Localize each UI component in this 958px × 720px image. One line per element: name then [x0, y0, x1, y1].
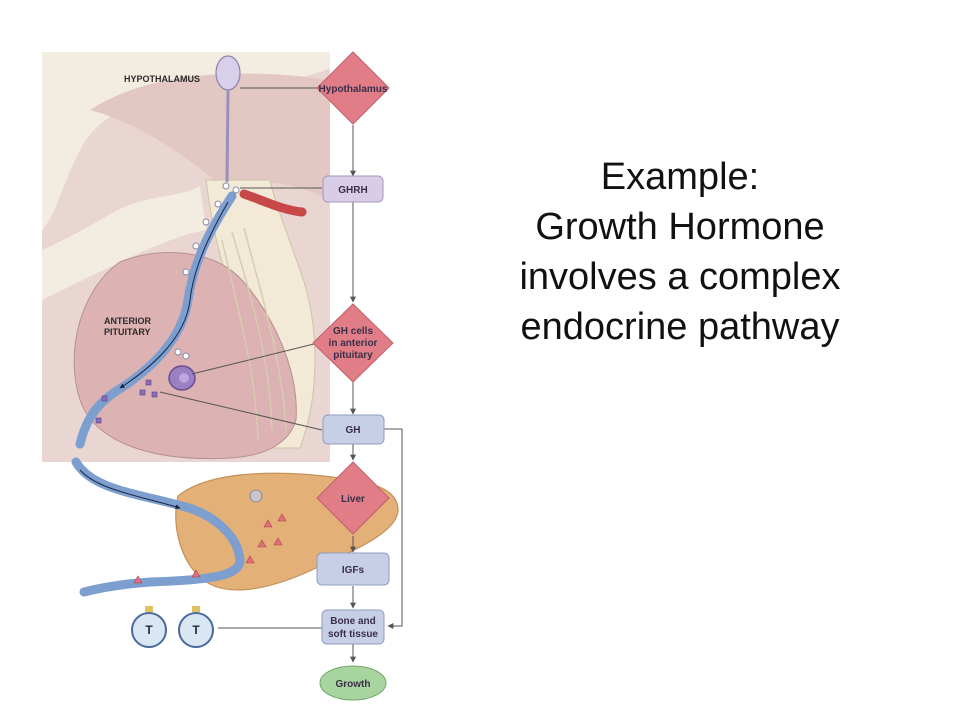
node-gh: GH — [322, 414, 385, 445]
connector-lines — [159, 87, 403, 663]
slide-title: Example: Growth Hormone involves a compl… — [470, 152, 890, 352]
node-ghrh: GHRH — [322, 175, 384, 203]
portal-vessel — [75, 191, 237, 449]
hypothalamus-tissue — [90, 73, 330, 200]
gh-cell-nucleus — [179, 373, 189, 383]
ghrh-vesicles — [174, 182, 240, 360]
posterior-fibres — [221, 227, 287, 441]
hepatocyte-nucleus — [249, 489, 263, 503]
node-liver: Liver — [316, 461, 390, 535]
node-bone-soft-tissue: Bone and soft tissue — [321, 609, 385, 645]
anterior-pituitary-label-line1: ANTERIOR — [104, 316, 152, 326]
flowchart: Hypothalamus GHRH GH cells in anterior p… — [312, 51, 394, 701]
slide-title-line-2: Growth Hormone — [535, 206, 825, 248]
node-gh-cells-line2: in anterior — [329, 338, 378, 349]
node-igfs: IGFs — [316, 552, 390, 586]
node-hypothalamus-label: Hypothalamus — [319, 84, 388, 95]
target-cell-1: T — [131, 606, 167, 648]
anterior-pituitary-label-line2: PITUITARY — [104, 327, 151, 337]
liver-vessel — [71, 457, 245, 597]
brain-fold-lower — [42, 186, 206, 300]
node-liver-label: Liver — [341, 494, 365, 505]
node-bone-line2: soft tissue — [328, 629, 378, 640]
target-cell-1-label: T — [145, 623, 153, 637]
hypothalamus-anatomy-label: HYPOTHALAMUS — [124, 74, 200, 84]
liver-vessel-flow — [79, 469, 181, 510]
neuron-axon — [225, 89, 230, 183]
anatomy-illustration: T T HYPOTHALAMUS ANTERIOR PITUITARY — [42, 52, 399, 648]
node-gh-label: GH — [346, 425, 361, 436]
slide-title-line-3: involves a complex — [519, 256, 841, 298]
slide-title-line-1: Example: — [600, 156, 760, 198]
hypothalamic-neuron — [215, 55, 241, 91]
node-gh-cells-line3: pituitary — [333, 350, 373, 361]
node-ghrh-label: GHRH — [338, 185, 367, 196]
artery — [239, 189, 307, 217]
target-cell-2-label: T — [192, 623, 200, 637]
portal-vessel-flow — [119, 201, 229, 389]
node-igfs-label: IGFs — [342, 565, 365, 576]
target-cell-2: T — [178, 606, 214, 648]
slide-title-line-4: endocrine pathway — [520, 306, 840, 348]
node-gh-cells: GH cells in anterior pituitary — [312, 303, 394, 383]
igf-molecules — [133, 513, 287, 584]
gh-molecules — [95, 379, 158, 424]
node-growth-label: Growth — [336, 679, 371, 690]
brain-fold-upper — [42, 52, 330, 230]
node-growth: Growth — [319, 665, 387, 701]
node-hypothalamus: Hypothalamus — [316, 51, 390, 125]
node-bone-line1: Bone and — [330, 616, 376, 627]
node-gh-cells-line1: GH cells — [333, 326, 373, 337]
